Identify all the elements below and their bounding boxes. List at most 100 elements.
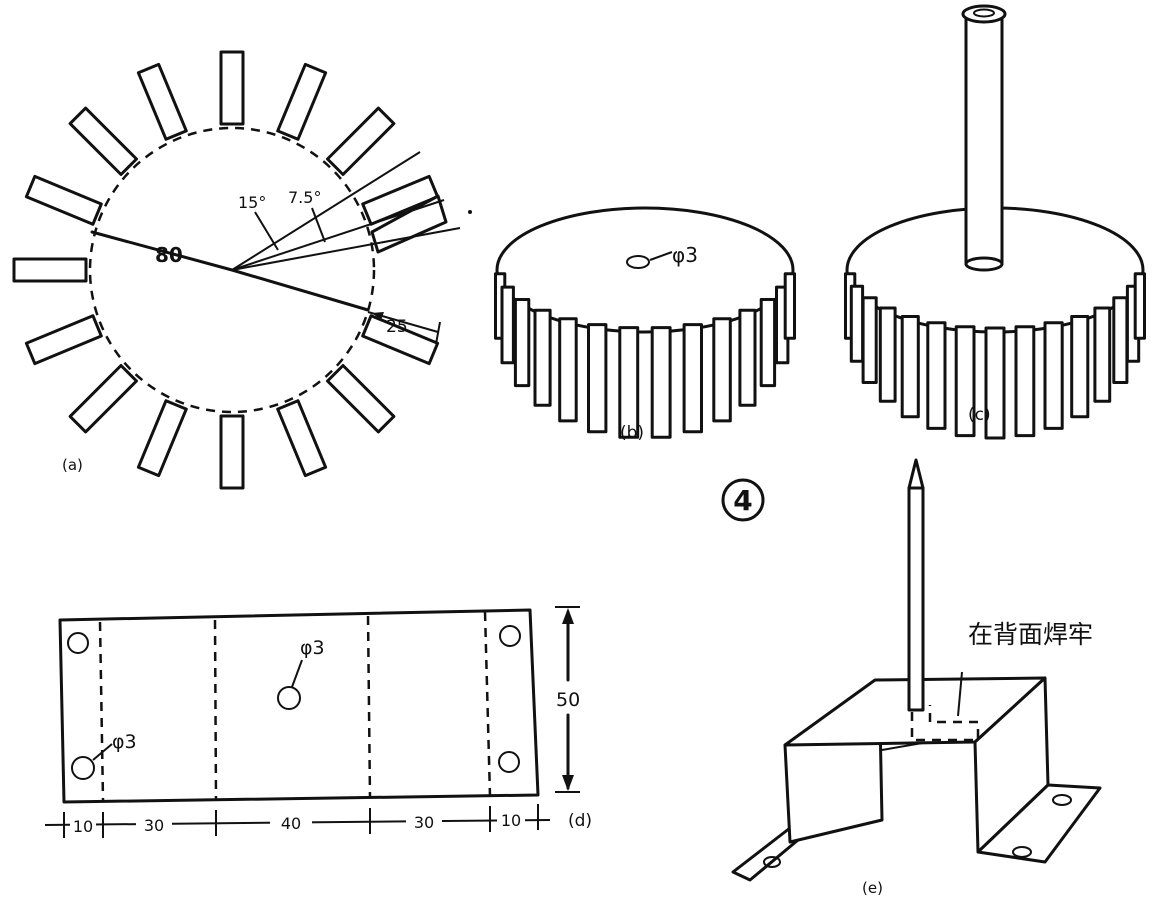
angle-b-label: 7.5° [288,188,321,207]
hole-label-b: φ3 [672,243,698,267]
fin-a [12,257,88,283]
fin [984,326,1006,440]
fin-a [276,399,328,478]
height-arrow-bottom [562,775,574,791]
panel-c-label: (c) [968,405,991,425]
figure-number-circle [721,478,765,522]
fin [1112,296,1129,384]
hole-label-side: φ3 [112,731,137,753]
fin-a [136,399,188,478]
note-leader [957,671,963,717]
rod [964,12,1004,266]
rod-bore [973,8,995,18]
fin-a [219,50,245,126]
fin-a [370,194,448,254]
fin [861,296,878,384]
fins-a [12,50,448,490]
fin [618,326,640,439]
weld-outline [910,705,980,742]
nail-tip [907,458,925,490]
panel-a-cut-pattern: 80 25 15° 7.5° (a) [12,50,472,490]
weld-note: 在背面焊牢 [968,620,1093,649]
fin-a [68,106,138,176]
height-label: 50 [556,689,580,711]
dim-mask-4 [497,808,525,830]
height-arrow-top [562,608,574,624]
figure-number-text: 4 [733,484,752,517]
fin [558,317,578,423]
dim-mask-0 [70,814,96,836]
fin-a [219,414,245,490]
foot-right [976,783,1102,864]
nail-rod [907,486,925,712]
fin [900,315,920,419]
fins-c [844,272,1146,440]
dim-mask-2 [270,811,312,833]
foot-right-hole-1 [1052,794,1072,806]
fin-a [24,174,103,226]
fin-a [361,314,440,366]
fin [650,326,672,439]
base-circle [88,126,376,414]
panel-c-disc-rod: (c) [844,4,1146,440]
fin [783,272,797,340]
panel-d-label: (d) [568,811,592,831]
hole-leader [649,251,673,261]
figure-number: 4 [721,478,765,522]
rod-top [961,4,1007,24]
dim-label-4: 10 [501,811,521,830]
dim-label-2: 40 [281,814,301,833]
dim-label-0: 10 [73,817,93,836]
angle-ray-3 [231,227,461,271]
rod-base [964,256,1004,272]
fin-dim-tick [435,321,441,345]
foot-right-hole-2 [1012,846,1032,858]
center-hole [626,255,650,269]
angle-ray-1 [231,151,421,271]
dim-label-1: 30 [144,816,164,835]
panel-b-label: (b) [620,423,644,443]
fin [1014,325,1036,438]
fold-line-3 [366,615,372,799]
fin-a [326,106,396,176]
fin [682,323,703,434]
angle-leader-2 [311,207,326,243]
fin-dim-arrow [372,312,384,320]
fin-a [326,364,396,434]
fin [533,308,552,407]
fin [849,284,865,363]
fin-a [68,364,138,434]
hole-bottom-right [498,751,520,773]
hole-top-right [499,625,521,647]
hole-bottom-left [71,756,95,780]
fold-line-4 [483,611,492,797]
angle-a-label: 15° [238,193,266,212]
fin-a [24,314,103,366]
center-hole-leader [291,659,303,688]
dot-mark [468,210,472,214]
fin [513,298,531,388]
fin [1043,321,1064,430]
fin [500,285,515,365]
fin [878,306,897,403]
diameter-label: 80 [155,243,183,267]
foot-left-hole [763,856,781,868]
fin [954,325,976,438]
hole-center [277,686,301,710]
dim-mask-3 [406,810,442,832]
fin [1133,272,1146,340]
blank-outline [58,608,540,804]
hole-label-center: φ3 [300,637,325,659]
dim-label-3: 30 [414,813,434,832]
fins-b [494,272,797,439]
panel-a-label: (a) [62,456,83,474]
angle-leader-1 [254,211,279,251]
fin [587,323,608,434]
fin [759,298,777,388]
side-hole-leader [92,743,113,761]
fin-length-label: 25 [386,317,408,337]
fin [712,317,732,423]
fin-a [136,62,188,141]
